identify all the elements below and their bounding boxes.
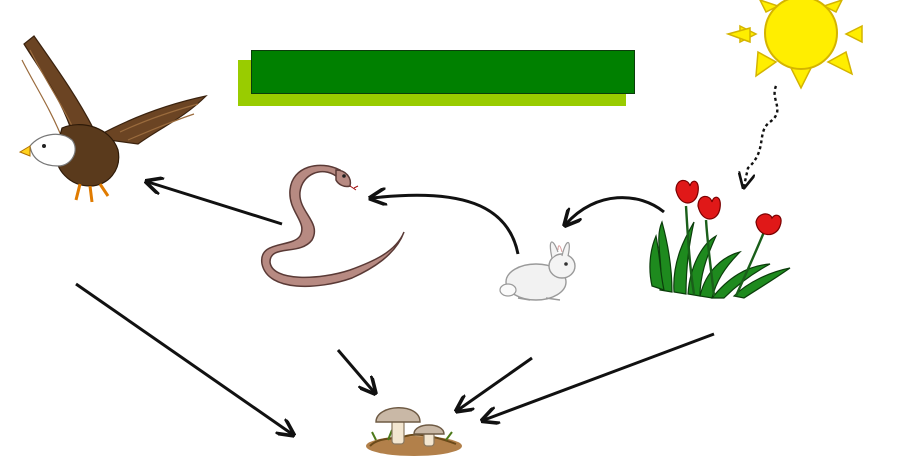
arrow-rabbit-to-snake bbox=[372, 195, 520, 255]
tulip-icon bbox=[649, 179, 791, 299]
arrow-snake-to-fungi bbox=[336, 349, 374, 392]
arrow-flowers-to-rabbit bbox=[566, 196, 665, 224]
arrow-flowers-to-fungi bbox=[484, 332, 715, 420]
title-bar bbox=[251, 50, 635, 94]
arrow-rabbit-to-fungi bbox=[458, 356, 533, 410]
arrow-snake-to-eagle bbox=[148, 182, 283, 226]
arrow-sun-to-flowers bbox=[744, 85, 779, 186]
sun-disc bbox=[764, 0, 838, 70]
arrow-eagle-to-fungi bbox=[75, 282, 292, 434]
title-banner bbox=[238, 48, 638, 106]
mushroom-icon bbox=[366, 407, 462, 456]
sun-icon bbox=[725, 0, 863, 90]
snake-icon bbox=[261, 164, 405, 288]
rabbit-icon bbox=[499, 241, 576, 301]
eagle-icon bbox=[18, 35, 208, 203]
